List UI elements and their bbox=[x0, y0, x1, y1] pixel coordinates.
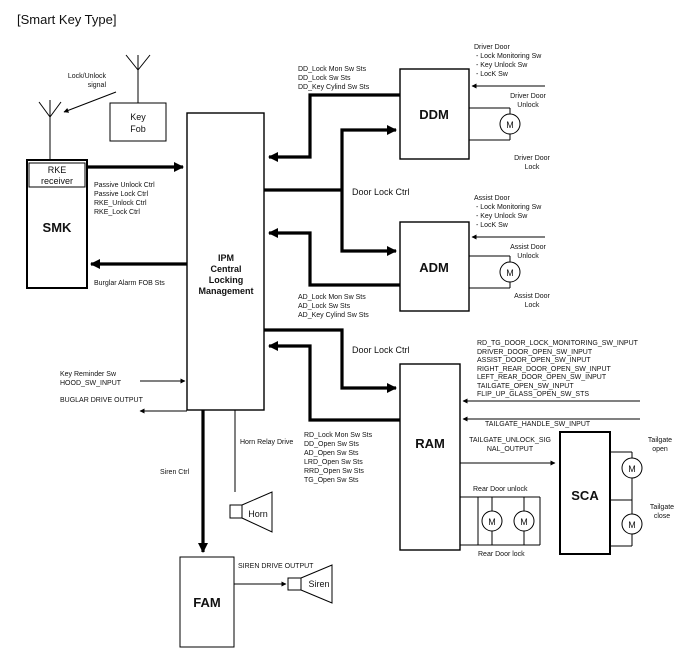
door-lock-ctrl-label-1: Door Lock Ctrl bbox=[352, 187, 410, 197]
ram-status-arrow bbox=[268, 341, 400, 422]
fam-block bbox=[179, 556, 235, 648]
svg-text:Horn: Horn bbox=[248, 509, 268, 519]
door-lock-ctrl-label-2: Door Lock Ctrl bbox=[352, 345, 410, 355]
horn-icon: Horn bbox=[229, 491, 273, 533]
door-lock-ctrl-to-ddm-arrow bbox=[340, 125, 397, 190]
svg-text:M: M bbox=[628, 520, 636, 530]
burglar-alarm-label: Burglar Alarm FOB Sts bbox=[94, 280, 165, 287]
ram-block bbox=[399, 363, 461, 551]
svg-text:M: M bbox=[628, 464, 636, 474]
ram-label: RAM bbox=[415, 436, 445, 451]
rear-door-motor-icon: M bbox=[513, 510, 535, 532]
adm-label: ADM bbox=[419, 260, 449, 275]
tailgate-handle-label: TAILGATE_HANDLE_SW_INPUT bbox=[485, 421, 591, 428]
assist-door-inputs-label: Assist Door - Lock Monitoring Sw - Key U… bbox=[474, 195, 542, 229]
tailgate-open-motor-icon: M bbox=[621, 457, 643, 479]
driver-door-motor-icon: M bbox=[499, 113, 521, 135]
ddm-block bbox=[399, 68, 470, 160]
ddm-label: DDM bbox=[419, 107, 449, 122]
svg-text:M: M bbox=[520, 517, 528, 527]
horn-relay-label: Horn Relay Drive bbox=[240, 439, 293, 446]
adm-block bbox=[399, 221, 470, 312]
rear-door-lock-label: Rear Door lock bbox=[478, 551, 525, 558]
smk-label: SMK bbox=[43, 220, 73, 235]
door-lock-ctrl-to-adm-arrow bbox=[340, 190, 397, 256]
siren-ctrl-label: Siren Ctrl bbox=[160, 469, 190, 476]
lock-unlock-signal-arrow bbox=[63, 91, 117, 113]
tailgate-close-motor-icon: M bbox=[621, 513, 643, 535]
driver-door-inputs-label: Driver Door - Lock Monitoring Sw - Key U… bbox=[474, 44, 542, 78]
siren-icon: Siren bbox=[287, 564, 333, 604]
adm-status-arrow bbox=[268, 228, 400, 287]
diagram-title: [Smart Key Type] bbox=[17, 12, 116, 27]
sca-block bbox=[559, 431, 611, 555]
sca-label: SCA bbox=[571, 488, 599, 503]
rear-door-unlock-label: Rear Door unlock bbox=[473, 486, 528, 493]
ipm-block bbox=[186, 112, 265, 411]
rke-receiver-block bbox=[28, 162, 86, 188]
svg-text:Siren: Siren bbox=[308, 579, 329, 589]
buglar-drive-label: BUGLAR DRIVE OUTPUT bbox=[60, 397, 144, 404]
svg-text:M: M bbox=[506, 268, 514, 278]
svg-text:M: M bbox=[506, 120, 514, 130]
rear-door-motor-icon: M bbox=[481, 510, 503, 532]
antenna-icon bbox=[38, 100, 62, 160]
key-fob-block bbox=[109, 102, 167, 142]
svg-text:M: M bbox=[488, 517, 496, 527]
door-lock-ctrl-to-ram-arrow bbox=[264, 328, 397, 393]
siren-drive-label: SIREN DRIVE OUTPUT bbox=[238, 563, 314, 570]
ddm-status-arrow bbox=[268, 93, 400, 162]
assist-door-motor-icon: M bbox=[499, 261, 521, 283]
antenna-icon bbox=[125, 54, 151, 103]
fam-label: FAM bbox=[193, 595, 220, 610]
